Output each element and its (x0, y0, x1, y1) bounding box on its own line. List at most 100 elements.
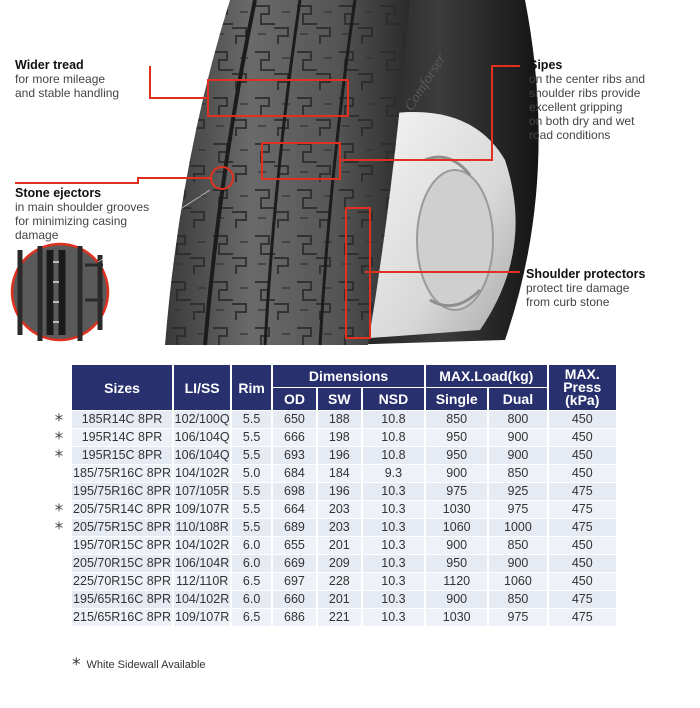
header-rim: Rim (232, 365, 271, 410)
cell-sw: 196 (317, 447, 361, 464)
tire-illustration: Comforser (10, 0, 539, 346)
cell-single: 1030 (426, 501, 488, 518)
callout-title: Shoulder protectors (526, 267, 646, 281)
callout-stone-ejectors: Stone ejectors in main shoulder grooves … (15, 186, 200, 242)
cell-nsd: 10.8 (362, 411, 425, 428)
callout-desc-line: protect tire damage (526, 281, 630, 295)
table-row: 195/65R16C 8PR 104/102R 6.0 660 201 10.3… (72, 591, 616, 608)
cell-press: 450 (548, 447, 616, 464)
header-dual: Dual (489, 388, 547, 410)
spec-table: Sizes LI/SS Rim Dimensions MAX.Load(kg) … (70, 364, 618, 627)
callout-desc-line: on the center ribs and (529, 72, 646, 86)
stone-ejector-zoom (10, 189, 211, 342)
cell-press: 475 (548, 609, 616, 626)
callout-lines (15, 65, 520, 339)
cell-press: 450 (548, 573, 616, 590)
cell-sw: 196 (317, 483, 361, 500)
table-row: 195R15C 8PR 106/104Q 5.5 693 196 10.8 95… (72, 447, 616, 464)
white-sidewall-asterisk-icon: * (54, 447, 64, 467)
cell-od: 669 (273, 555, 316, 572)
cell-li-ss: 106/104Q (174, 447, 231, 464)
cell-nsd: 10.3 (362, 501, 425, 518)
cell-od: 697 (273, 573, 316, 590)
cell-od: 666 (273, 429, 316, 446)
cell-single: 950 (426, 429, 488, 446)
cell-nsd: 10.3 (362, 591, 425, 608)
cell-press: 475 (548, 501, 616, 518)
footnote-text: White Sidewall Available (86, 659, 206, 671)
cell-sw: 201 (317, 591, 361, 608)
cell-press: 450 (548, 555, 616, 572)
cell-dual: 900 (489, 447, 547, 464)
spec-table-body: 185R14C 8PR 102/100Q 5.5 650 188 10.8 85… (72, 411, 616, 626)
callout-title: Wider tread (15, 58, 84, 72)
cell-sw: 203 (317, 501, 361, 518)
cell-sw: 184 (317, 465, 361, 482)
cell-press: 450 (548, 465, 616, 482)
table-row: 195R14C 8PR 106/104Q 5.5 666 198 10.8 95… (72, 429, 616, 446)
cell-size: 195R15C 8PR (72, 447, 173, 464)
cell-rim: 5.5 (232, 447, 271, 464)
cell-press: 475 (548, 519, 616, 536)
cell-press: 450 (548, 429, 616, 446)
cell-rim: 6.0 (232, 555, 271, 572)
callout-title: Sipes (529, 58, 563, 72)
cell-li-ss: 102/100Q (174, 411, 231, 428)
cell-nsd: 10.3 (362, 555, 425, 572)
header-sw: SW (317, 388, 361, 410)
cell-press: 450 (548, 537, 616, 554)
cell-dual: 850 (489, 537, 547, 554)
cell-size: 225/70R15C 8PR (72, 573, 173, 590)
callout-desc-line: in main shoulder grooves (15, 200, 150, 214)
header-sizes: Sizes (72, 365, 173, 410)
callout-desc-line: and stable handling (15, 86, 120, 100)
header-od: OD (273, 388, 316, 410)
cell-single: 1120 (426, 573, 488, 590)
header-single: Single (426, 388, 488, 410)
cell-od: 684 (273, 465, 316, 482)
cell-size: 195/75R16C 8PR (72, 483, 173, 500)
cell-single: 900 (426, 465, 488, 482)
cell-dual: 975 (489, 609, 547, 626)
callout-desc-line: damage (15, 228, 59, 242)
callout-desc-line: from curb stone (526, 295, 610, 309)
cell-dual: 800 (489, 411, 547, 428)
cell-nsd: 10.8 (362, 447, 425, 464)
table-row: 195/70R15C 8PR 104/102R 6.0 655 201 10.3… (72, 537, 616, 554)
cell-size: 215/65R16C 8PR (72, 609, 173, 626)
cell-od: 693 (273, 447, 316, 464)
cell-rim: 5.0 (232, 465, 271, 482)
cell-single: 900 (426, 537, 488, 554)
header-li-ss: LI/SS (174, 365, 231, 410)
cell-sw: 198 (317, 429, 361, 446)
footnote: *White Sidewall Available (72, 655, 206, 675)
cell-od: 650 (273, 411, 316, 428)
cell-li-ss: 106/104Q (174, 429, 231, 446)
cell-od: 664 (273, 501, 316, 518)
cell-li-ss: 106/104R (174, 555, 231, 572)
cell-li-ss: 107/105R (174, 483, 231, 500)
cell-li-ss: 112/110R (174, 573, 231, 590)
white-sidewall-asterisk-icon: * (54, 519, 64, 539)
callout-title: Stone ejectors (15, 186, 102, 200)
cell-nsd: 9.3 (362, 465, 425, 482)
cell-dual: 975 (489, 501, 547, 518)
callout-sipes: Sipes on the center ribs and shoulder ri… (529, 58, 699, 142)
cell-li-ss: 109/107R (174, 609, 231, 626)
cell-dual: 850 (489, 465, 547, 482)
cell-sw: 228 (317, 573, 361, 590)
cell-nsd: 10.8 (362, 429, 425, 446)
cell-dual: 925 (489, 483, 547, 500)
cell-single: 900 (426, 591, 488, 608)
callout-desc-line: for more mileage (15, 72, 106, 86)
cell-rim: 5.5 (232, 483, 271, 500)
cell-size: 185R14C 8PR (72, 411, 173, 428)
callout-desc-line: shoulder ribs provide (529, 86, 641, 100)
cell-sw: 201 (317, 537, 361, 554)
cell-size: 205/75R15C 8PR (72, 519, 173, 536)
cell-press: 450 (548, 411, 616, 428)
white-sidewall-asterisk-icon: * (54, 429, 64, 449)
cell-sw: 203 (317, 519, 361, 536)
callout-desc-line: for minimizing casing (15, 214, 128, 228)
cell-dual: 900 (489, 429, 547, 446)
